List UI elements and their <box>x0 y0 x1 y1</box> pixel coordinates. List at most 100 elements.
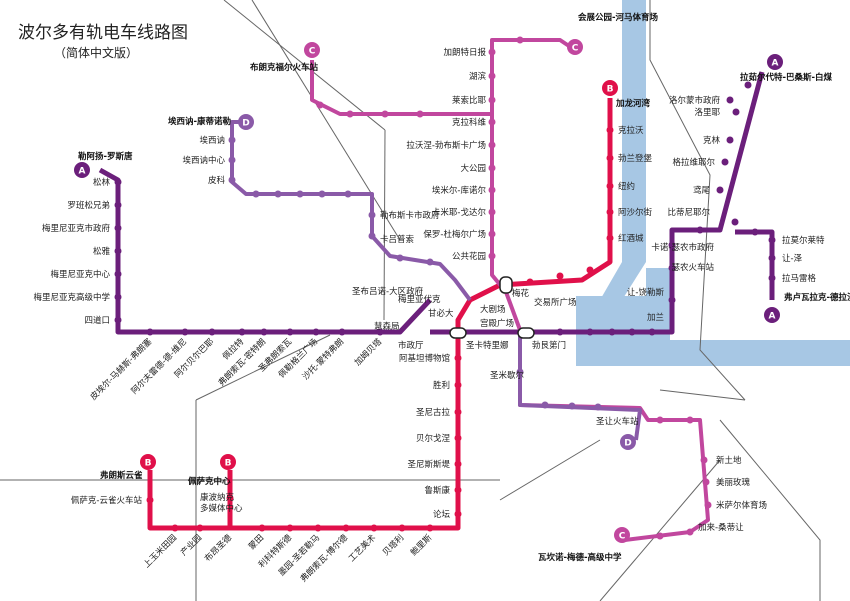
station-label: 埃米尔-库诺尔 <box>432 185 487 196</box>
map-subtitle: （简体中文版） <box>54 46 139 60</box>
line-badge-c-north: C <box>304 42 320 58</box>
station-label: 工艺美术 <box>346 532 378 564</box>
station-label: 拉马雷格 <box>782 273 817 284</box>
station-label: 勃兰登堡 <box>618 153 653 164</box>
svg-text:A: A <box>79 167 86 177</box>
svg-text:C: C <box>619 532 626 542</box>
station-label: 加兰 <box>647 312 664 323</box>
terminal-b-north: 加龙河湾 <box>615 98 651 109</box>
hub-labels: 圣布吕诺-大区政府 慧森局 梅里亚代克 甘必大 圣卡特里娜 梅花 市政厅 宫殿广… <box>352 286 566 351</box>
svg-text:B: B <box>607 85 614 95</box>
station-label: 红酒城 <box>618 233 644 244</box>
station-label: 洛尔蒙市政府 <box>669 95 721 106</box>
line-a-stations <box>114 81 776 336</box>
terminal-c-ne: 会展公园-河马体育场 <box>577 12 659 23</box>
terminal-c-south: 瓦坎诺-梅德-高级中学 <box>538 552 622 563</box>
station-label: 拉莫尔莱特 <box>782 235 825 246</box>
station-label: 保罗-杜梅尔广场 <box>423 229 486 240</box>
station-label: 格拉维耶尔 <box>672 157 715 168</box>
station-label: 多媒体中心 <box>200 503 243 514</box>
svg-text:A: A <box>769 312 776 322</box>
station-label: 卡吕普索 <box>380 234 414 245</box>
terminal-labels: 勒阿扬-罗斯唐 拉茹尔代特-巴桑斯-白煤 弗卢瓦拉克-德拉沃赛 加龙河湾 弗朗斯… <box>78 12 850 563</box>
station-label: 圣尼古拉 <box>416 407 451 418</box>
station-label: 鲁斯康 <box>424 485 450 496</box>
station-label: 大剧场 <box>480 304 506 315</box>
svg-text:D: D <box>624 439 631 449</box>
line-b-stations <box>146 126 614 532</box>
terminal-b-mid: 佩萨克中心 <box>188 476 231 487</box>
station-label: 佩萨克-云雀火车站 <box>71 495 143 506</box>
station-label: 加来-桑蒂让 <box>698 522 744 533</box>
station-label: 市政厅 <box>398 340 424 351</box>
station-label: 鸢尾 <box>693 185 711 196</box>
station-labels-b-south: 阿基坦博物馆 胜利 圣尼古拉 贝尔戈涅 圣尼斯斯堤 鲁斯康 论坛 <box>399 353 451 520</box>
line-badge-a-ne: A <box>767 54 783 70</box>
station-label: 克拉沃 <box>618 125 644 136</box>
line-badge-b-west: B <box>140 454 156 470</box>
boundary-lines <box>0 0 821 601</box>
station-labels-d-east: 勒布斯卡市政府 卡吕普索 圣米歇尔 <box>380 210 525 381</box>
station-label: 圣尼斯斯堤 <box>407 459 450 470</box>
station-label: 勃艮第门 <box>532 340 566 351</box>
line-d-stations <box>228 136 602 411</box>
station-label: 克林 <box>703 135 721 146</box>
station-label: 梅花 <box>512 288 530 299</box>
station-label: 美丽玫瑰 <box>716 477 751 488</box>
station-label: 阿基坦博物馆 <box>399 353 450 364</box>
station-label: 贝塔利 <box>380 532 406 558</box>
station-label: 公共花园 <box>452 251 486 262</box>
terminal-d-nw: 埃西讷-康蒂诺勒 <box>168 116 232 127</box>
station-label: 卡米耶-戈达尔 <box>432 207 487 218</box>
station-labels-b-west: 佩萨克-云雀火车站 上玉米田园 产业园 布昂圣德 蒙田 利科特斯德 墨园-圣若勒… <box>71 495 435 584</box>
svg-text:B: B <box>225 459 232 469</box>
station-label: 新土地 <box>716 455 742 466</box>
terminal-a-west: 勒阿扬-罗斯唐 <box>78 151 133 162</box>
station-label: 梅里尼亚克市政府 <box>42 223 111 234</box>
station-label: 加姆贝塔 <box>352 336 384 368</box>
station-label: 米萨尔体育场 <box>716 500 767 511</box>
line-badge-d-south: D <box>620 434 636 450</box>
station-label: 蒙田 <box>246 532 266 552</box>
station-labels-d: 埃西讷 埃西讷中心 皮科 <box>182 135 225 186</box>
station-label: 梅里亚代克 <box>398 294 441 305</box>
station-label: 克拉科维 <box>452 117 487 128</box>
station-label: 圣卡特里娜 <box>466 340 509 351</box>
station-label: 甘必大 <box>428 308 454 319</box>
station-label: 四道口 <box>84 315 110 326</box>
line-badge-d-nw: D <box>238 114 254 130</box>
svg-text:C: C <box>309 47 316 57</box>
station-label: 加朗特日报 <box>443 47 486 58</box>
line-badge-b-mid: B <box>220 454 236 470</box>
station-label: 贝尔戈涅 <box>416 433 451 444</box>
station-label: 洛里耶 <box>694 107 720 118</box>
station-labels-a-se: 拉莫尔莱特 让-泽 拉马雷格 <box>782 235 825 284</box>
station-label: 圣让火车站 <box>596 416 639 427</box>
station-label: 让-泽 <box>782 253 803 264</box>
line-badge-c-ne: C <box>567 39 583 55</box>
station-label: 罗班松兄弟 <box>67 200 110 211</box>
station-label: 上玉米田园 <box>141 532 179 570</box>
station-label: 勒布斯卡市政府 <box>380 210 440 221</box>
station-label: 鲍里斯 <box>408 532 434 558</box>
station-label: 比蒂尼耶尔 <box>667 207 710 218</box>
station-label: 皮埃尔-马赫斯-弗朗塞 <box>88 336 155 403</box>
svg-text:A: A <box>772 59 779 69</box>
station-label: 康波纳克 <box>200 492 235 503</box>
station-label: 圣布吕诺-大区政府 <box>352 286 424 297</box>
station-labels-b-north: 克拉沃 勃兰登堡 纽约 阿沙尔街 红酒城 交易所广场 大剧场 <box>480 125 653 315</box>
line-badge-a-se: A <box>764 307 780 323</box>
terminal-a-se: 弗卢瓦拉克-德拉沃赛 <box>784 292 850 303</box>
station-label: 慧森局 <box>374 321 400 332</box>
station-labels-b-mid: 康波纳克 多媒体中心 <box>200 492 243 514</box>
station-label: 松雅 <box>93 246 111 257</box>
station-label: 交易所广场 <box>534 297 577 308</box>
station-labels-c-south: 圣让火车站 新土地 美丽玫瑰 米萨尔体育场 加来-桑蒂让 <box>596 416 767 533</box>
line-c-stations <box>316 36 712 540</box>
interchange-nodes <box>449 276 535 339</box>
station-label: 梅里尼亚克中心 <box>50 269 110 280</box>
station-labels-a-south: 皮埃尔-马赫斯-弗朗塞 阿尔夫雷德-德-维尼 阿尔贝尔巴耶 佩拉特 弗朗索瓦-密… <box>88 336 385 403</box>
station-label: 论坛 <box>433 509 451 520</box>
station-label: 大公园 <box>460 163 486 174</box>
station-label: 湖滨 <box>469 71 487 82</box>
